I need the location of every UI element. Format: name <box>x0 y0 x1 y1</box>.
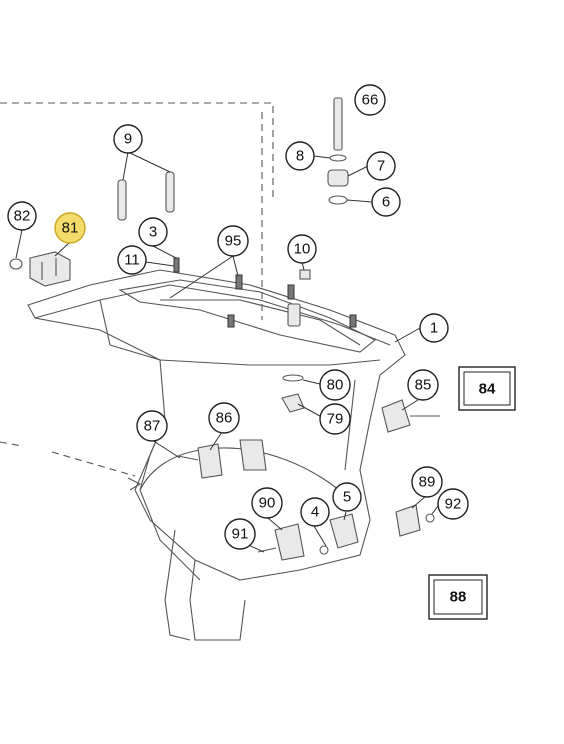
svg-text:4: 4 <box>311 504 319 521</box>
svg-text:87: 87 <box>144 418 161 435</box>
svg-text:95: 95 <box>225 233 242 250</box>
svg-text:88: 88 <box>450 589 467 606</box>
parts-top <box>117 97 357 328</box>
callout-1[interactable]: 1 <box>419 313 449 343</box>
callout-79[interactable]: 79 <box>319 403 351 435</box>
dashed-boundary <box>0 102 274 477</box>
svg-text:82: 82 <box>14 208 31 225</box>
callout-95[interactable]: 95 <box>217 225 249 257</box>
callout-5[interactable]: 5 <box>332 482 362 512</box>
svg-text:7: 7 <box>377 158 385 175</box>
svg-text:80: 80 <box>327 377 344 394</box>
svg-text:3: 3 <box>149 224 157 241</box>
svg-text:10: 10 <box>294 241 311 258</box>
svg-text:92: 92 <box>445 496 462 513</box>
callout-85[interactable]: 85 <box>407 369 439 401</box>
callout-11[interactable]: 11 <box>117 245 147 275</box>
svg-text:85: 85 <box>415 377 432 394</box>
callout-91[interactable]: 91 <box>224 518 256 550</box>
svg-text:79: 79 <box>327 411 344 428</box>
callout-66[interactable]: 66 <box>354 84 386 116</box>
callout-3[interactable]: 3 <box>138 217 168 247</box>
callout-87[interactable]: 87 <box>136 410 168 442</box>
svg-text:8: 8 <box>296 148 304 165</box>
callout-10[interactable]: 10 <box>287 234 317 264</box>
leader-lines <box>15 151 439 553</box>
callout-6[interactable]: 6 <box>371 187 401 217</box>
gearcase-housing <box>27 269 406 641</box>
callout-4[interactable]: 4 <box>300 497 330 527</box>
svg-text:89: 89 <box>419 474 436 491</box>
callout-9[interactable]: 9 <box>113 124 143 154</box>
callout-7[interactable]: 7 <box>366 151 396 181</box>
svg-text:86: 86 <box>216 410 233 427</box>
callout-8[interactable]: 8 <box>285 141 315 171</box>
svg-text:90: 90 <box>259 495 276 512</box>
svg-text:5: 5 <box>343 489 351 506</box>
boxed-label-84[interactable]: 84 <box>458 366 516 411</box>
callout-92[interactable]: 92 <box>437 488 469 520</box>
parts-side <box>127 374 440 561</box>
svg-text:6: 6 <box>382 194 390 211</box>
callout-81[interactable]: 81 <box>54 212 86 244</box>
boxed-label-88[interactable]: 88 <box>428 574 488 620</box>
svg-text:84: 84 <box>479 381 496 398</box>
svg-text:66: 66 <box>362 92 379 109</box>
part-81-82 <box>9 251 71 287</box>
callout-89[interactable]: 89 <box>411 466 443 498</box>
callout-86[interactable]: 86 <box>208 402 240 434</box>
svg-text:1: 1 <box>430 320 438 337</box>
callout-82[interactable]: 82 <box>7 201 37 231</box>
callout-90[interactable]: 90 <box>251 487 283 519</box>
callout-80[interactable]: 80 <box>319 369 351 401</box>
svg-text:9: 9 <box>124 131 132 148</box>
svg-text:11: 11 <box>124 252 140 269</box>
svg-text:91: 91 <box>232 526 249 543</box>
svg-text:81: 81 <box>62 220 79 237</box>
